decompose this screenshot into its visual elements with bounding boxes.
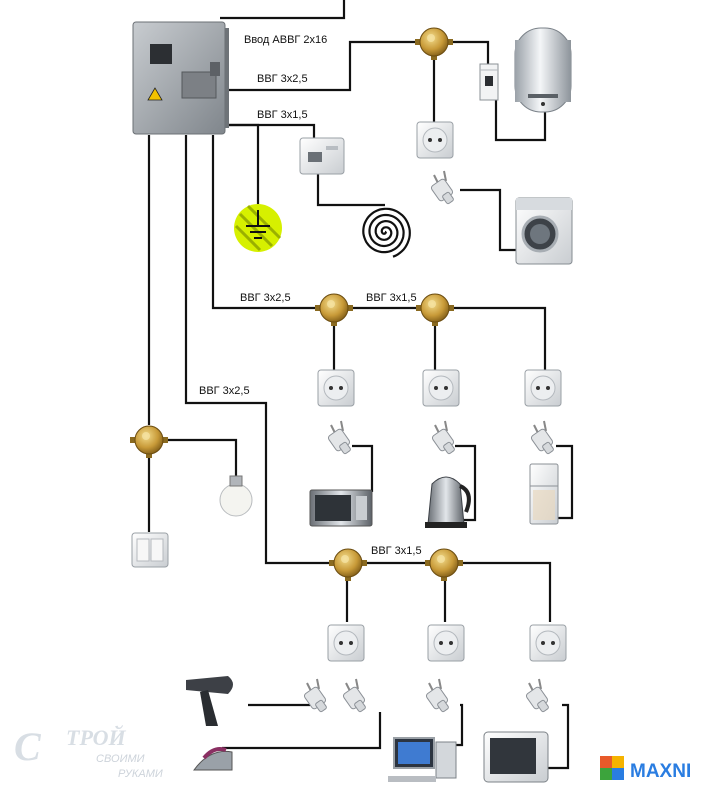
socket-pc — [427, 624, 465, 662]
thermostat-icon — [299, 137, 345, 175]
plugs — [303, 170, 554, 713]
site-watermark: С ТРОЙ СВОИМИ РУКАМИ — [14, 724, 163, 780]
kettle-icon — [425, 476, 471, 528]
watermark-line-2: СВОИМИ — [96, 753, 145, 765]
plug-iron — [342, 678, 366, 713]
wire-room-line — [184, 135, 332, 565]
plug-tv — [525, 678, 549, 713]
iron-icon — [193, 747, 233, 771]
wire-input — [220, 0, 346, 20]
junction-box-room-1 — [329, 548, 367, 581]
junction-box-kitchen-2 — [416, 293, 454, 326]
wire-ground — [222, 123, 260, 210]
label-heating-cable: ВВГ 3х1,5 — [257, 109, 308, 121]
wire-to-washer — [460, 188, 518, 252]
fridge-icon — [529, 463, 559, 525]
plug-washer — [430, 170, 454, 205]
socket-kettle — [422, 369, 460, 407]
label-boiler-cable: ВВГ 3х2,5 — [257, 73, 308, 85]
label-room-cable: ВВГ 3х2,5 — [199, 385, 250, 397]
wire-to-iron — [222, 712, 382, 750]
wire-boiler-line — [220, 40, 420, 92]
wire-kitchen-line — [211, 135, 318, 310]
brand-name: MAXNI — [630, 761, 691, 782]
wire-to-socket-fridge — [448, 306, 547, 372]
wires — [147, 0, 574, 770]
watermark-logo-letter: С — [14, 724, 42, 769]
plug-fridge — [530, 420, 554, 455]
socket-dryer — [327, 624, 365, 662]
label-kitchen-cable: ВВГ 3х2,5 — [240, 292, 291, 304]
plug-pc — [425, 678, 449, 713]
socket-tv — [529, 624, 567, 662]
wire-room-branch-2 — [460, 561, 552, 622]
wire-heating-cable — [316, 172, 385, 207]
label-kitchen-branch: ВВГ 3х1,5 — [366, 292, 417, 304]
wire-to-breaker — [448, 40, 490, 64]
light-switch-icon — [131, 532, 169, 568]
wire-to-lamp — [162, 438, 238, 478]
wire-to-fridge — [556, 444, 574, 520]
distribution-panel — [132, 21, 229, 135]
computer-icon — [388, 737, 457, 782]
junction-box-room-2 — [425, 548, 463, 581]
microwave-icon — [309, 489, 373, 527]
plug-microwave — [327, 420, 351, 455]
socket-fridge — [524, 369, 562, 407]
hair-dryer-icon — [186, 676, 233, 726]
wire-to-microwave — [352, 444, 374, 492]
wire-to-boiler — [494, 100, 547, 142]
label-room-branch: ВВГ 3х1,5 — [371, 545, 422, 557]
socket-microwave — [317, 369, 355, 407]
junction-box-lighting — [130, 425, 168, 458]
plug-hairdryer — [303, 678, 327, 713]
socket-boiler — [416, 121, 454, 159]
junction-boxes — [130, 27, 463, 581]
cable-labels: Ввод АВВГ 2х16 ВВГ 3х2,5 ВВГ 3х1,5 ВВГ 3… — [199, 34, 422, 557]
wire-thermostat — [222, 123, 316, 140]
wire-to-pc — [455, 703, 464, 747]
heating-cable-coil-icon — [362, 207, 411, 258]
watermark-logo-word: ТРОЙ — [66, 725, 126, 750]
breaker-icon — [479, 63, 499, 101]
brand-logo: MAXNI — [600, 756, 691, 782]
tv-icon — [483, 731, 549, 783]
sockets — [317, 121, 567, 662]
junction-box-kitchen-1 — [315, 293, 353, 326]
plug-kettle — [431, 420, 455, 455]
water-heater-icon — [514, 27, 572, 113]
ground-symbol-icon — [234, 204, 282, 252]
watermark-line-3: РУКАМИ — [118, 768, 163, 780]
junction-box-boiler — [415, 27, 453, 60]
washing-machine-icon — [515, 197, 573, 265]
label-input-cable: Ввод АВВГ 2х16 — [244, 34, 327, 46]
light-bulb-icon — [219, 475, 253, 517]
wire-to-kettle — [455, 444, 477, 522]
wire-to-tv — [548, 703, 570, 770]
